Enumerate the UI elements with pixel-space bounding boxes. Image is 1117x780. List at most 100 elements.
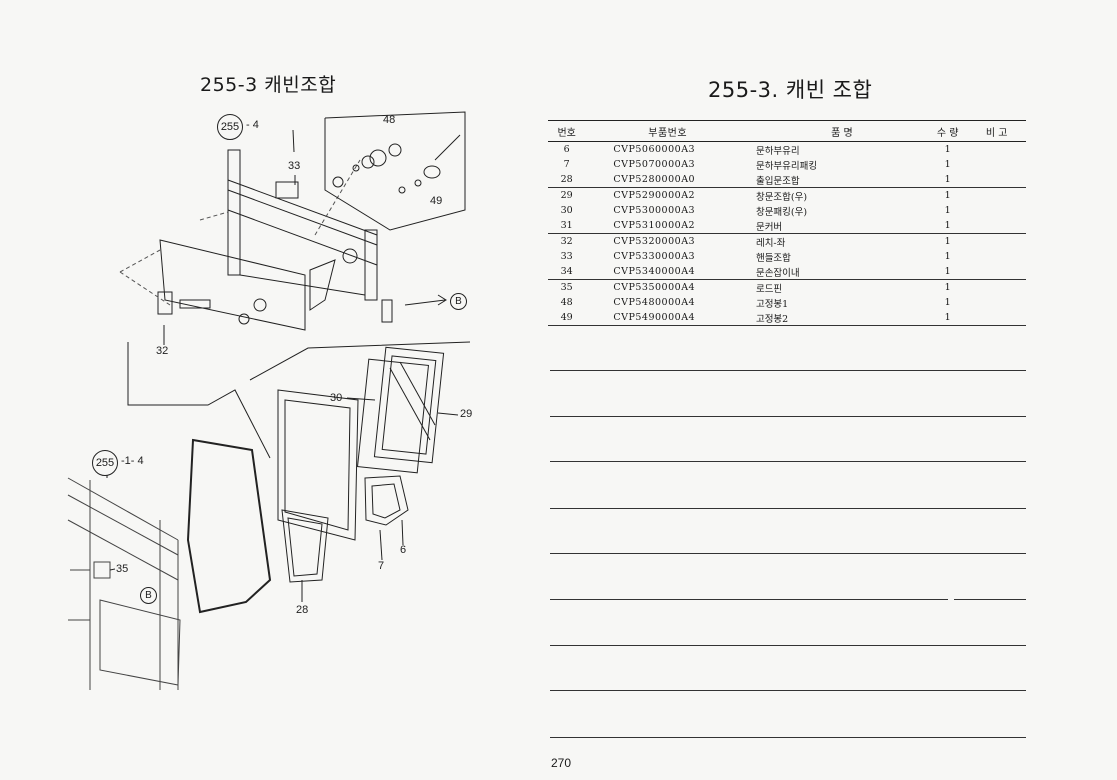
cell-qty: 1 — [928, 172, 968, 188]
cell-note — [967, 157, 1026, 172]
table-row: 48 CVP5480000A4 고정봉1 1 — [548, 295, 1026, 310]
cell-note — [967, 172, 1026, 188]
header-qty: 수 량 — [928, 120, 968, 142]
ref-b-bottom: B — [140, 587, 157, 604]
page-number: 270 — [551, 756, 572, 770]
cell-note — [967, 188, 1026, 204]
callout-32: 32 — [156, 345, 169, 357]
cell-qty: 1 — [928, 310, 968, 326]
ref-b-top: B — [450, 293, 467, 310]
cell-no: 29 — [560, 190, 573, 201]
cell-no: 49 — [548, 310, 586, 326]
cell-no: 30 — [560, 205, 573, 216]
table-row: 29 CVP5290000A2 창문조합(우) 1 — [548, 188, 1026, 204]
callout-28: 28 — [296, 604, 309, 616]
cell-qty: 1 — [944, 205, 951, 216]
cell-qty: 1 — [944, 190, 951, 201]
cell-name: 로드핀 — [755, 283, 783, 295]
blank-rule — [550, 461, 1026, 462]
cell-no: 32 — [560, 236, 573, 247]
cell-no: 31 — [548, 218, 586, 234]
ref-circle-255-top: 255 — [217, 114, 243, 140]
cell-qty: 1 — [944, 251, 951, 262]
ref-suffix-top: - 4 — [246, 119, 259, 131]
cell-part-no: CVP5060000A3 — [613, 144, 696, 155]
header-note: 비 고 — [967, 120, 1026, 142]
cell-qty: 1 — [944, 144, 951, 155]
callout-29: 29 — [460, 408, 473, 420]
cell-name: 레치-좌 — [755, 237, 786, 249]
cell-name: 창문조합(우) — [755, 191, 808, 203]
cell-note — [967, 142, 1026, 158]
cell-name: 출입문조합 — [749, 172, 928, 188]
door-assembly — [277, 389, 359, 583]
window-assembly — [356, 346, 445, 474]
cell-part-no: CVP5490000A4 — [585, 310, 750, 326]
cell-part-no: CVP5330000A3 — [613, 251, 696, 262]
callout-35: 35 — [116, 563, 129, 575]
cell-qty: 1 — [928, 218, 968, 234]
cell-qty: 1 — [944, 282, 951, 293]
left-page-title: 255-3 캐빈조합 — [200, 74, 337, 96]
blank-rule — [550, 690, 1026, 691]
exploded-parts-diagram: 255 - 4 48 49 33 32 B 30 29 28 7 6 255 -… — [60, 100, 540, 700]
cell-name: 고정봉2 — [749, 310, 928, 326]
cell-qty: 1 — [944, 236, 951, 247]
cell-note — [967, 310, 1026, 326]
header-part-no: 부품번호 — [585, 120, 750, 142]
cell-no: 7 — [563, 159, 570, 170]
ref-circle-255-bottom: 255 — [92, 450, 118, 476]
cell-part-no: CVP5350000A4 — [613, 282, 696, 293]
cell-qty: 1 — [928, 264, 968, 280]
callout-33: 33 — [288, 160, 301, 172]
cell-name: 고정봉1 — [755, 298, 789, 310]
blank-rule — [550, 416, 1026, 417]
table-row: 30 CVP5300000A3 창문패킹(우) 1 — [548, 203, 1026, 218]
callout-30: 30 — [330, 392, 343, 404]
cell-note — [967, 203, 1026, 218]
cell-name: 창문패킹(우) — [755, 206, 808, 218]
blank-rule — [550, 737, 1026, 738]
callout-49: 49 — [430, 195, 443, 207]
cell-no: 28 — [548, 172, 586, 188]
header-name: 품 명 — [749, 120, 928, 142]
blank-rule — [550, 370, 1026, 371]
cell-no: 48 — [560, 297, 573, 308]
cell-qty: 1 — [944, 297, 951, 308]
cell-no: 35 — [560, 282, 573, 293]
cell-no: 33 — [560, 251, 573, 262]
cell-part-no: CVP5480000A4 — [613, 297, 696, 308]
cell-part-no: CVP5300000A3 — [613, 205, 696, 216]
callout-6: 6 — [400, 544, 407, 556]
callout-7: 7 — [378, 560, 385, 572]
cell-part-no: CVP5340000A4 — [585, 264, 750, 280]
right-page-title: 255-3. 캐빈 조합 — [708, 78, 873, 102]
door-frame-assembly — [157, 149, 393, 331]
header-no: 번호 — [548, 120, 586, 142]
cell-part-no: CVP5290000A2 — [613, 190, 696, 201]
table-row: 35 CVP5350000A4 로드핀 1 — [548, 280, 1026, 296]
cell-note — [967, 295, 1026, 310]
cell-note — [967, 280, 1026, 296]
blank-rule — [550, 599, 948, 600]
cell-no: 34 — [548, 264, 586, 280]
cell-part-no: CVP5310000A2 — [585, 218, 750, 234]
blank-rule — [550, 508, 1026, 509]
blank-rule — [954, 599, 1026, 600]
cell-name: 문손잡이내 — [749, 264, 928, 280]
diagram-drawing — [67, 111, 471, 690]
cabin-body — [67, 477, 181, 690]
cell-part-no: CVP5070000A3 — [613, 159, 696, 170]
cell-qty: 1 — [944, 159, 951, 170]
